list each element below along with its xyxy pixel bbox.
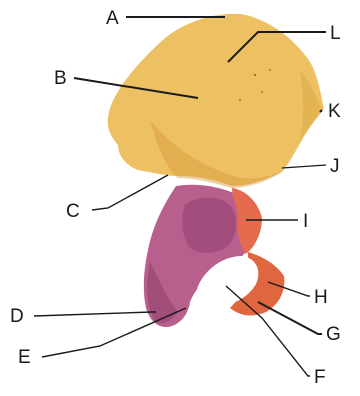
- leader-line-G: [258, 302, 322, 334]
- texture-dot: [269, 69, 271, 71]
- leader-line-J: [282, 165, 326, 168]
- ilium-wing: [108, 14, 324, 186]
- label-G: G: [326, 324, 341, 345]
- label-L: L: [330, 23, 341, 44]
- label-J: J: [330, 156, 340, 177]
- leader-line-D: [34, 312, 156, 316]
- label-I: I: [303, 211, 308, 232]
- label-H: H: [314, 287, 328, 308]
- label-B: B: [54, 68, 67, 89]
- texture-dot: [239, 99, 241, 101]
- label-F: F: [314, 367, 326, 388]
- acetabulum-socket: [182, 198, 236, 253]
- label-K: K: [328, 101, 341, 122]
- leader-line-C: [92, 175, 168, 210]
- texture-dot: [254, 74, 256, 76]
- hip-bone-illustration: [108, 14, 324, 327]
- texture-dot: [261, 91, 263, 93]
- label-D: D: [10, 306, 24, 327]
- leader-line-K: [320, 110, 322, 112]
- label-E: E: [18, 347, 31, 368]
- label-A: A: [106, 8, 119, 29]
- label-C: C: [66, 201, 80, 222]
